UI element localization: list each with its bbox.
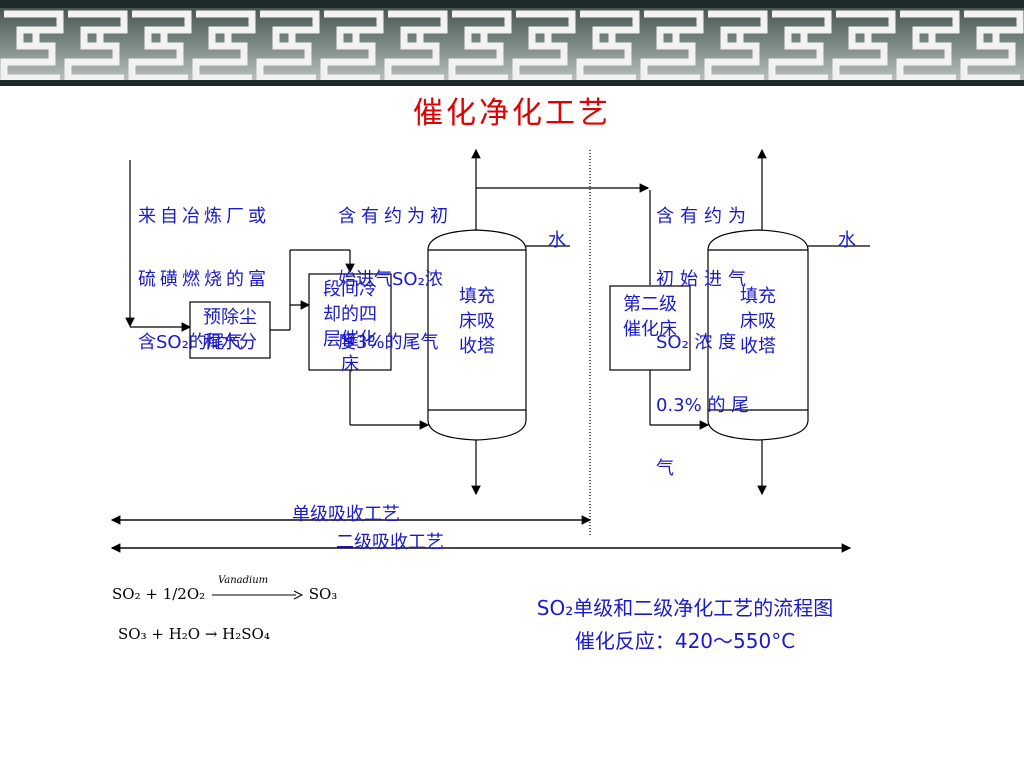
- water-label-2: 水: [838, 230, 856, 251]
- dust-removal-box: [189, 301, 271, 359]
- second-bed-box: [609, 285, 691, 371]
- reaction-arrow: Vanadium: [210, 575, 304, 603]
- diagram-caption: SO₂单级和二级净化工艺的流程图 催化反应：420～550°C: [536, 596, 834, 653]
- reaction-equation-1: SO₂ + 1/2O₂ Vanadium SO₃: [112, 575, 338, 603]
- reaction-equation-2: SO₃ + H₂O → H₂SO₄: [118, 625, 270, 643]
- second-bed-label: 第二级 催化床: [623, 294, 677, 340]
- tower-1-label: 填充 床吸 收塔: [459, 286, 495, 357]
- absorption-tower-1: [427, 229, 527, 441]
- page-title: 催化净化工艺: [413, 96, 611, 131]
- source-note-1: 来自冶炼厂或 硫磺燃烧的富 含SO₂的尾气: [138, 206, 270, 353]
- dust-removal-label: 预除尘 和水分: [203, 307, 257, 353]
- four-layer-bed-box: [308, 273, 392, 371]
- water-label-1: 水: [548, 230, 566, 251]
- absorption-tower-2: [707, 229, 809, 441]
- single-stage-label: 单级吸收工艺: [292, 504, 400, 525]
- source-note-3: 含有约为 初始进气 SO₂ 浓 度 0.3% 的 尾 气: [656, 206, 752, 479]
- lattice-banner: [0, 0, 1024, 86]
- source-note-2: 含有约为初 始进气SO₂浓 度3%的尾气: [338, 206, 453, 353]
- four-layer-bed-label: 段间冷 却的四 层催化 床: [323, 279, 377, 375]
- tower-2-label: 填充 床吸 收塔: [740, 286, 776, 357]
- two-stage-label: 二级吸收工艺: [336, 532, 444, 553]
